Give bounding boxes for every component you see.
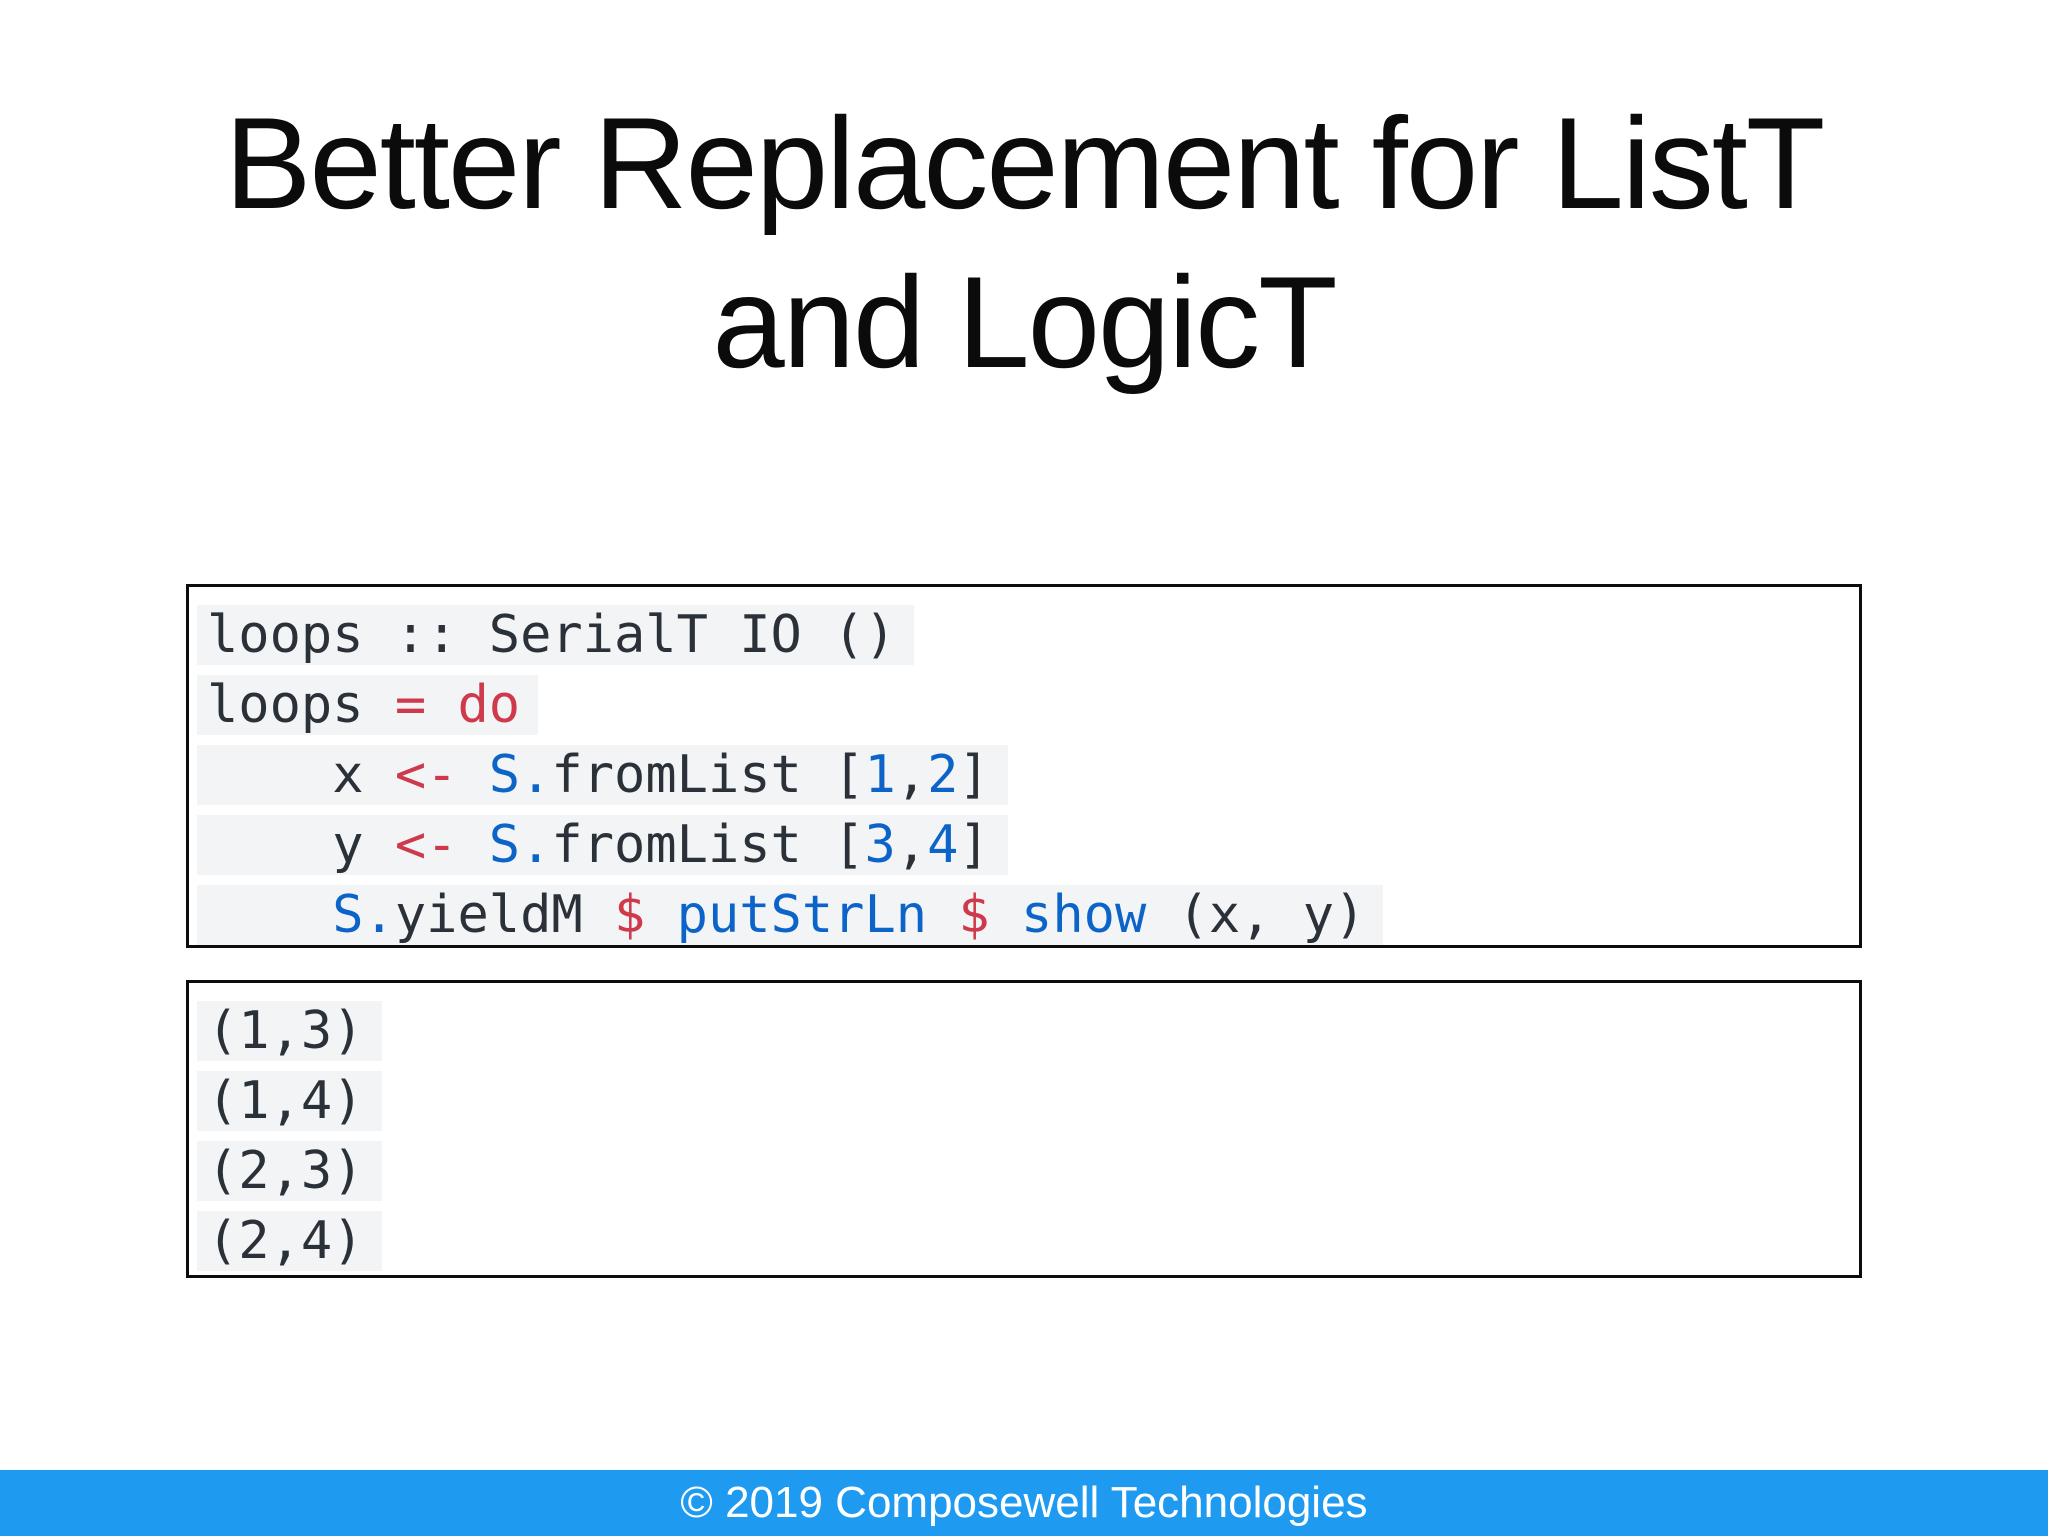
code-block-lines: loops :: SerialT IO ()loops = do x <- S.… — [189, 587, 1859, 950]
code-line: loops = do — [197, 670, 1859, 740]
code-line: (2,4) — [197, 1206, 1859, 1276]
footer-bar: © 2019 Composewell Technologies — [0, 1470, 2048, 1536]
code-block: loops :: SerialT IO ()loops = do x <- S.… — [186, 584, 1862, 948]
page-title: Better Replacement for ListT and LogicT — [0, 84, 2048, 401]
code-line: x <- S.fromList [1,2] — [197, 740, 1859, 810]
code-line: S.yieldM $ putStrLn $ show (x, y) — [197, 880, 1859, 950]
code-line: (2,3) — [197, 1136, 1859, 1206]
output-block-lines: (1,3)(1,4)(2,3)(2,4) — [189, 983, 1859, 1276]
page-title-line-2: and LogicT — [712, 248, 1337, 395]
code-line: y <- S.fromList [3,4] — [197, 810, 1859, 880]
code-line: (1,3) — [197, 996, 1859, 1066]
code-line: (1,4) — [197, 1066, 1859, 1136]
code-line: loops :: SerialT IO () — [197, 600, 1859, 670]
page-title-line-1: Better Replacement for ListT — [224, 90, 1826, 236]
copyright-text: © 2019 Composewell Technologies — [680, 1478, 1368, 1527]
output-block: (1,3)(1,4)(2,3)(2,4) — [186, 980, 1862, 1278]
